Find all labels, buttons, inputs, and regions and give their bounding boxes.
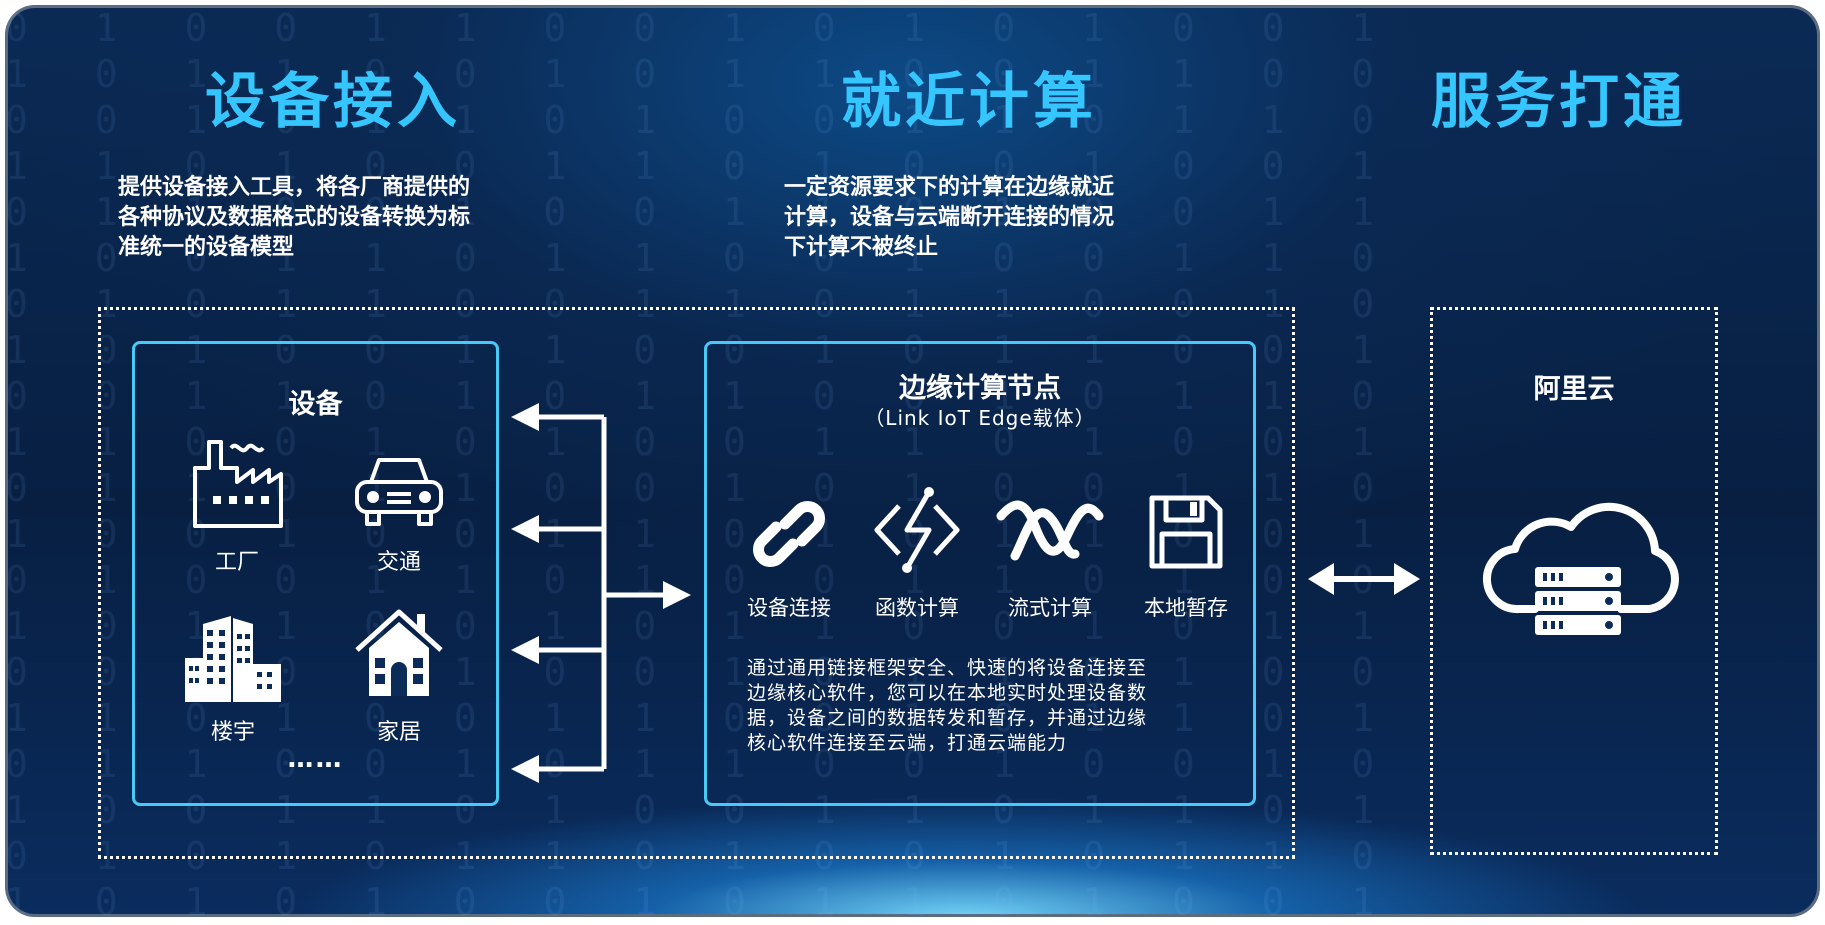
feature-label-local-storage: 本地暂存: [1144, 596, 1228, 620]
device-label-building: 楼宇: [210, 720, 255, 745]
edge-cloud-double-arrow: [1308, 563, 1420, 595]
devices-panel: 设备 工厂 交通: [132, 341, 499, 806]
binary-background: 0 1 0 0 1 1 0 0 1 0 1 0 1 0 0 1 1 0 1 1 …: [5, 6, 1397, 917]
cloud-server-icon: [1482, 502, 1679, 635]
heading-service-connect: 服务打通: [1431, 67, 1687, 137]
factory-icon: [193, 440, 283, 528]
description-line: 各种协议及数据格式的设备转换为标: [118, 205, 471, 230]
device-label-factory: 工厂: [214, 550, 259, 575]
description-line: 准统一的设备模型: [118, 235, 295, 260]
devices-more: ……: [287, 744, 344, 774]
edge-node-panel: 边缘计算节点 （Link IoT Edge载体） 设备连接 函数计算 流式计算: [704, 341, 1256, 806]
description-line: 下计算不被终止: [784, 235, 939, 260]
edge-node-body: 通过通用链接框架安全、快速的将设备连接至 边缘核心软件，您可以在本地实时处理设备…: [747, 656, 1147, 756]
feature-label-device-connect: 设备连接: [747, 596, 831, 620]
edge-group-boundary: [98, 307, 1295, 859]
edge-node-title: 边缘计算节点: [899, 373, 1061, 404]
device-label-traffic: 交通: [376, 550, 421, 575]
body-line: 通过通用链接框架安全、快速的将设备连接至: [747, 657, 1148, 679]
body-line: 据，设备之间的数据转发和暂存，并通过边缘: [747, 707, 1148, 729]
device-edge-connector: [511, 403, 691, 783]
device-access-description: 提供设备接入工具，将各厂商提供的 各种协议及数据格式的设备转换为标 准统一的设备…: [118, 173, 470, 263]
car-icon: [355, 458, 443, 526]
body-line: 核心软件连接至云端，打通云端能力: [747, 732, 1068, 754]
cloud-group-boundary: [1430, 307, 1718, 855]
cloud-title: 阿里云: [1533, 374, 1615, 405]
edge-node-subtitle: （Link IoT Edge载体）: [864, 406, 1096, 430]
feature-label-function-compute: 函数计算: [875, 596, 959, 620]
building-icon: [185, 616, 281, 702]
description-line: 一定资源要求下的计算在边缘就近: [784, 175, 1115, 200]
heading-nearby-compute: 就近计算: [841, 67, 1097, 137]
body-line: 边缘核心软件，您可以在本地实时处理设备数: [747, 682, 1148, 704]
stream-wave-icon: [996, 500, 1104, 561]
feature-label-stream-compute: 流式计算: [1008, 596, 1092, 620]
house-icon: [355, 609, 443, 696]
device-label-home: 家居: [376, 720, 421, 745]
function-code-icon: [874, 487, 960, 573]
description-line: 提供设备接入工具，将各厂商提供的: [118, 175, 471, 200]
description-line: 计算，设备与云端断开连接的情况: [784, 205, 1115, 230]
devices-panel-title: 设备: [288, 389, 343, 420]
link-chain-icon: [753, 501, 825, 567]
heading-device-access: 设备接入: [205, 67, 461, 137]
floppy-disk-icon: [1149, 495, 1223, 569]
diagram-frame: 0 1 0 0 1 1 0 0 1 0 1 0 1 0 0 1 1 0 1 1 …: [5, 5, 1820, 917]
nearby-compute-description: 一定资源要求下的计算在边缘就近 计算，设备与云端断开连接的情况 下计算不被终止: [784, 173, 1114, 263]
